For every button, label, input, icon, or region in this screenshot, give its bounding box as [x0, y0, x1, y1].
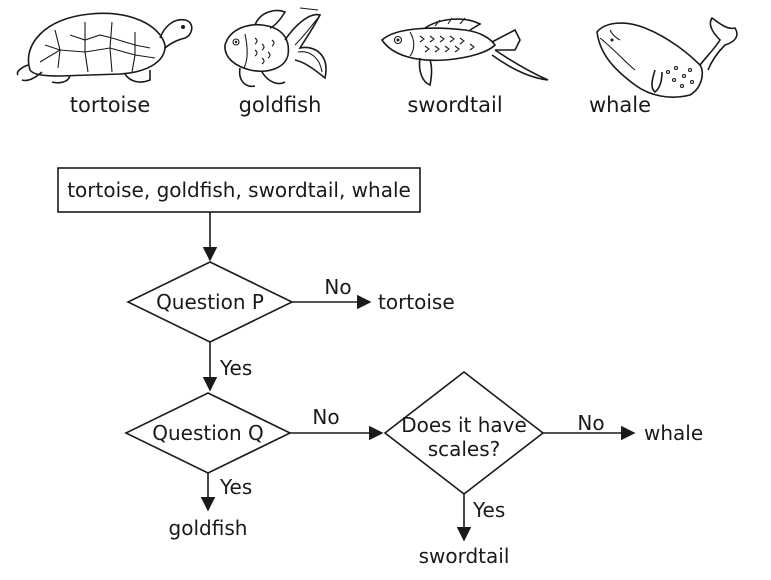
p-no-label: No: [324, 275, 351, 299]
swordtail-icon: [380, 17, 549, 87]
q-no-label: No: [312, 405, 339, 429]
animal-label-tortoise: tortoise: [70, 93, 151, 117]
scales-yes-result: swordtail: [419, 544, 510, 568]
animal-label-whale: whale: [589, 93, 651, 117]
start-box-text: tortoise, goldfish, swordtail, whale: [67, 178, 411, 202]
goldfish-icon: [224, 7, 327, 88]
p-no-result: tortoise: [378, 290, 455, 314]
q-yes-result: goldfish: [169, 516, 248, 540]
scales-yes-label: Yes: [472, 498, 505, 522]
question-scales-line1: Does it have: [401, 413, 527, 437]
animal-label-swordtail: swordtail: [407, 93, 502, 117]
p-yes-label: Yes: [219, 356, 252, 380]
question-p-text: Question P: [156, 290, 264, 314]
q-yes-label: Yes: [219, 475, 252, 499]
whale-icon: [596, 16, 738, 98]
scales-no-result: whale: [644, 421, 703, 445]
question-scales-line2: scales?: [428, 437, 501, 461]
scales-no-label: No: [577, 411, 604, 435]
animal-label-goldfish: goldfish: [239, 93, 322, 117]
start-box: [57, 167, 421, 213]
tortoise-icon: [16, 12, 193, 84]
question-q-text: Question Q: [152, 421, 264, 445]
